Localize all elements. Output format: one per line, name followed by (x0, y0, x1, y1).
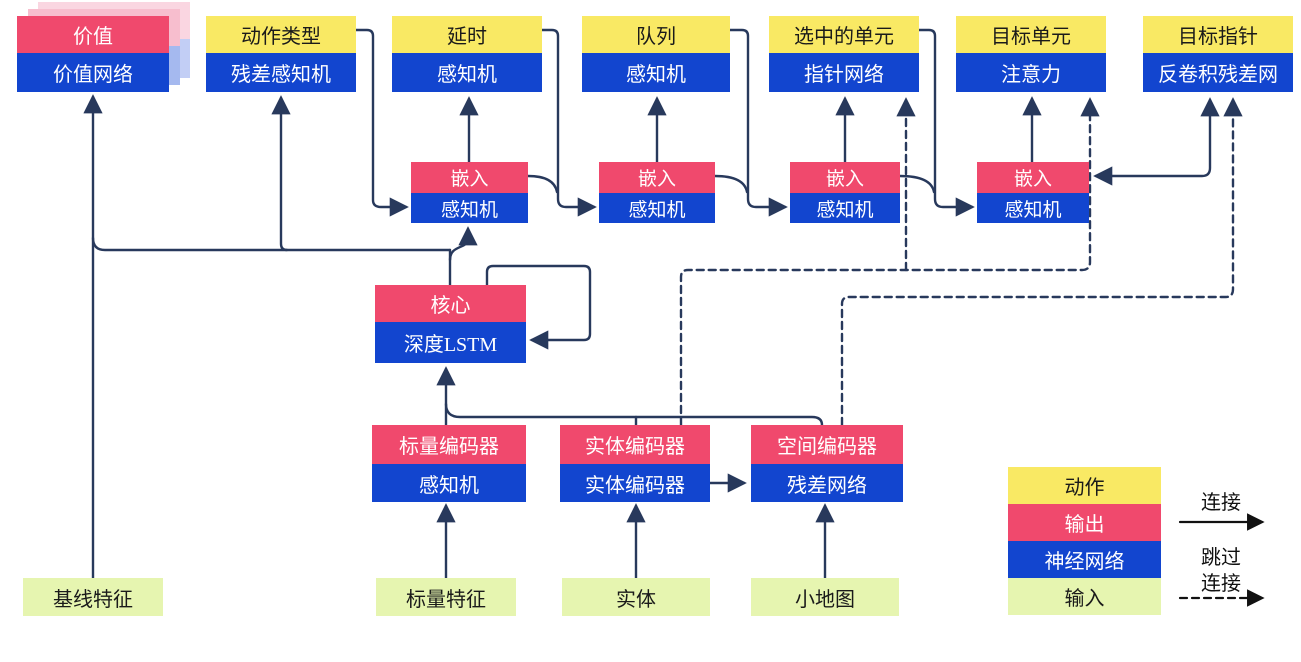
head-target-point-title: 目标指针 (1143, 16, 1293, 53)
encoder-entity-title: 实体编码器 (560, 425, 710, 464)
head-value-network: 价值网络 (17, 53, 169, 92)
head-block-selected-units: 选中的单元 指针网络 (769, 16, 919, 92)
head-queue-network: 感知机 (582, 53, 730, 92)
embed-3-title: 嵌入 (790, 162, 900, 193)
embed-1-title: 嵌入 (411, 162, 528, 193)
wire-embed4-to-targetpoint (1093, 97, 1220, 186)
encoder-spatial-title: 空间编码器 (751, 425, 903, 464)
head-block-action-type: 动作类型 残差感知机 (206, 16, 356, 92)
encoder-block-entity: 实体编码器 实体编码器 (560, 425, 710, 502)
wire-encoder-collector (444, 402, 824, 427)
skip-entity-to-attention (679, 97, 1100, 427)
encoder-scalar-network: 感知机 (372, 464, 526, 502)
embed-4-title: 嵌入 (977, 162, 1089, 193)
legend-row-action: 动作 (1008, 467, 1161, 504)
input-scalar-features: 标量特征 (376, 578, 516, 616)
input-minimap: 小地图 (751, 578, 899, 616)
head-target-point-network: 反卷积残差网 (1143, 53, 1293, 92)
wire-core-self-loop (485, 264, 592, 350)
embed-2-title: 嵌入 (599, 162, 715, 193)
head-block-value: 价值 价值网络 (17, 16, 169, 92)
head-action-type-title: 动作类型 (206, 16, 356, 53)
legend-row-input: 输入 (1008, 578, 1161, 615)
legend-dashed-arrow-label-1: 跳过 (1201, 547, 1241, 569)
embed-1-network: 感知机 (411, 193, 528, 223)
skip-spatial-to-targetpoint (840, 97, 1243, 427)
wire-actiontype-to-embed1 (354, 28, 409, 217)
head-selected-units-network: 指针网络 (769, 53, 919, 92)
wire-core-to-embed1 (448, 226, 478, 262)
legend: 动作 输出 神经网络 输入 (1008, 467, 1161, 615)
legend-row-network: 神经网络 (1008, 541, 1161, 578)
legend-dashed-arrow-label-2: 连接 (1201, 573, 1241, 595)
embed-block-1: 嵌入 感知机 (411, 162, 528, 223)
head-block-delay: 延时 感知机 (392, 16, 542, 92)
head-target-unit-title: 目标单元 (956, 16, 1106, 53)
core-block: 核心 深度LSTM (375, 285, 526, 363)
wire-delay-to-embed2 (540, 28, 597, 217)
wire-selectedunits-to-embed4 (917, 28, 975, 217)
wire-core-to-action-type (271, 95, 291, 252)
embed-block-4: 嵌入 感知机 (977, 162, 1089, 223)
head-block-queue: 队列 感知机 (582, 16, 730, 92)
embed-4-network: 感知机 (977, 193, 1089, 223)
wire-embed2-out (713, 174, 749, 194)
encoder-scalar-title: 标量编码器 (372, 425, 526, 464)
embed-2-network: 感知机 (599, 193, 715, 223)
input-baseline-features: 基线特征 (23, 578, 163, 616)
wire-queue-to-embed3 (728, 28, 788, 217)
head-selected-units-title: 选中的单元 (769, 16, 919, 53)
core-network: 深度LSTM (375, 322, 526, 363)
legend-solid-arrow-label: 连接 (1201, 492, 1241, 514)
head-block-target-point: 目标指针 反卷积残差网 (1143, 16, 1293, 92)
head-delay-title: 延时 (392, 16, 542, 53)
core-title: 核心 (375, 285, 526, 322)
encoder-spatial-network: 残差网络 (751, 464, 903, 502)
encoder-entity-network: 实体编码器 (560, 464, 710, 502)
head-queue-title: 队列 (582, 16, 730, 53)
head-action-type-network: 残差感知机 (206, 53, 356, 92)
legend-row-output: 输出 (1008, 504, 1161, 541)
head-target-unit-network: 注意力 (956, 53, 1106, 92)
encoder-block-spatial: 空间编码器 残差网络 (751, 425, 903, 502)
head-delay-network: 感知机 (392, 53, 542, 92)
embed-block-2: 嵌入 感知机 (599, 162, 715, 223)
input-entities: 实体 (562, 578, 710, 616)
head-block-target-unit: 目标单元 注意力 (956, 16, 1106, 92)
wire-embed3-out (898, 174, 936, 194)
embed-block-3: 嵌入 感知机 (790, 162, 900, 223)
head-value-title: 价值 (17, 16, 169, 53)
wire-core-to-left-heads (91, 236, 452, 252)
wire-embed1-out (526, 174, 559, 194)
encoder-block-scalar: 标量编码器 感知机 (372, 425, 526, 502)
embed-3-network: 感知机 (790, 193, 900, 223)
